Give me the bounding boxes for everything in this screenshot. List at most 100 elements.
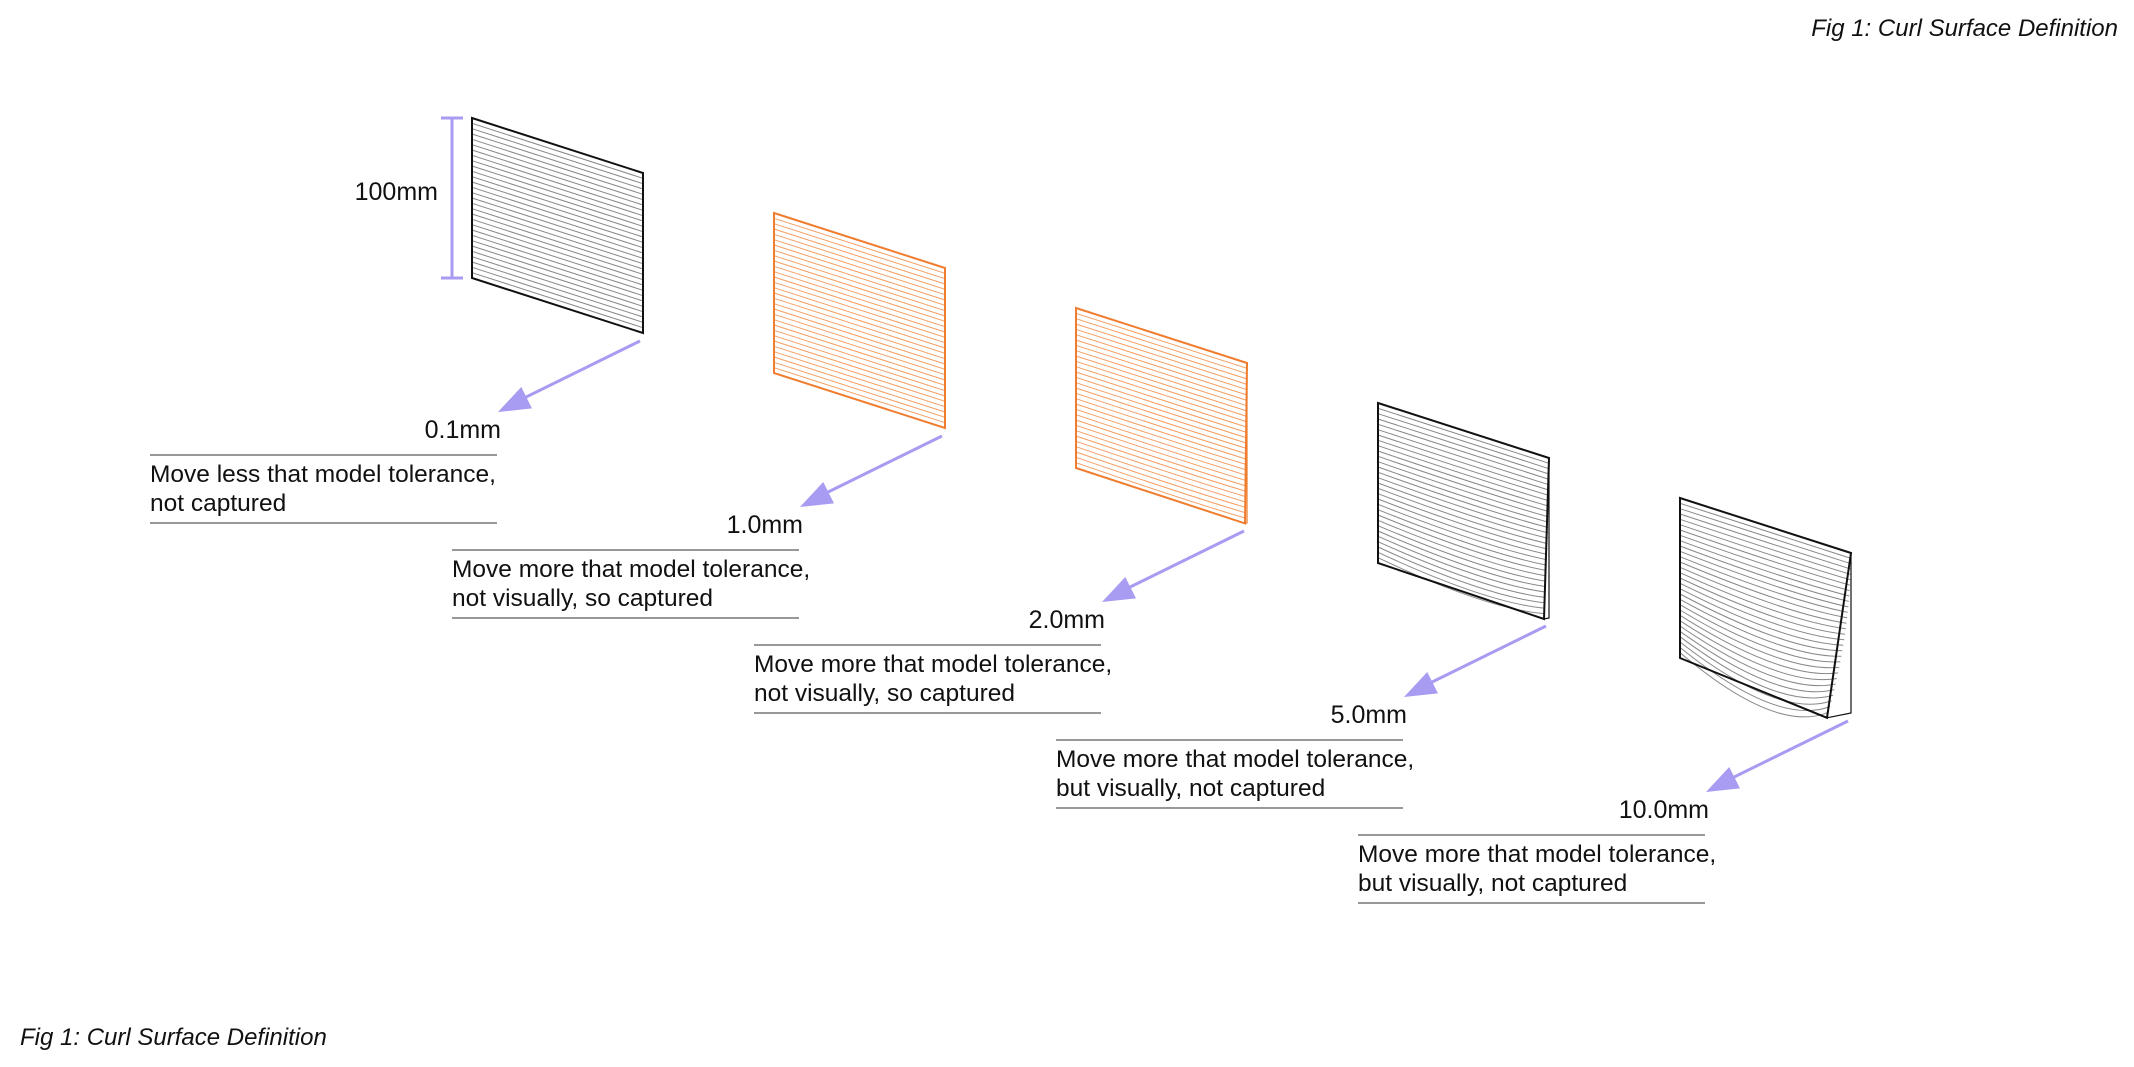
panel-hatch-line <box>1679 598 1842 657</box>
panel-hatch-line <box>1679 524 1851 581</box>
panel-hatch-line <box>1075 366 1247 423</box>
panel-hatch-line <box>1377 557 1545 615</box>
caption-line: Move more that model tolerance, <box>452 556 810 583</box>
panel-hatch-line <box>1075 440 1246 498</box>
panel-hatch-line <box>1679 625 1836 687</box>
panel-hatch-line <box>1377 455 1549 512</box>
caption-line: Move less that model tolerance, <box>150 461 496 488</box>
panel-hatch-line <box>1679 588 1844 646</box>
panel-hatch-line <box>1679 646 1831 712</box>
panel-hatch-line <box>471 144 644 201</box>
panel-hatch-line <box>1377 434 1549 491</box>
panel-hatch-line <box>471 224 644 281</box>
panel-hatch-line <box>1679 582 1845 641</box>
panel-hatch-line <box>1679 502 1852 559</box>
panel-hatch-line <box>1075 419 1247 476</box>
distance-label: 1.0mm <box>727 511 803 539</box>
panel-hatch-line <box>1377 471 1549 529</box>
panel-original-edge <box>1826 553 1852 719</box>
panel-hatch-line <box>773 335 946 392</box>
panel-hatch-line <box>1377 429 1550 486</box>
panel-hatch-line <box>773 217 946 274</box>
panel-hatch-line <box>471 186 644 243</box>
panel-hatch-line <box>1679 641 1832 705</box>
panel-outline <box>471 116 644 335</box>
panel-hatch-line <box>1377 509 1547 566</box>
panel-hatch-line <box>773 233 946 290</box>
panel-hatch-line <box>1377 535 1546 593</box>
panel-hatch-line <box>1377 541 1546 598</box>
panel-hatch-line <box>773 265 946 322</box>
panel-hatch-line <box>1377 423 1550 480</box>
displacement-arrow-shaft <box>1421 624 1547 689</box>
panel-hatch-line <box>1679 604 1841 663</box>
panel-hatch-line <box>471 272 644 329</box>
panel-hatch-line <box>1679 630 1835 693</box>
panel-hatch-line <box>773 249 946 306</box>
panel-hatch-line <box>1075 456 1246 514</box>
panel-hatch-line <box>773 356 946 413</box>
displacement-arrow-shaft <box>515 339 641 404</box>
panel-hatch-line <box>1377 525 1547 582</box>
panel-hatch-line <box>1679 614 1839 675</box>
panel-hatch-line <box>471 192 644 249</box>
caption-line: but visually, not captured <box>1358 870 1627 897</box>
caption-line: but visually, not captured <box>1056 775 1325 802</box>
panel-hatch-line <box>1075 350 1248 407</box>
distance-label: 10.0mm <box>1619 796 1709 824</box>
panel-hatch-line <box>1075 355 1247 412</box>
panel-hatch-line <box>773 324 946 381</box>
panel-hatch-line <box>1377 407 1550 464</box>
panel-hatch-line <box>1075 339 1248 396</box>
panel-hatch-line <box>1075 398 1247 455</box>
displacement-arrow-shaft <box>1723 719 1849 784</box>
panel-hatch-line <box>471 128 644 185</box>
panel-hatch-line <box>1377 466 1549 523</box>
panel-hatch-line <box>773 228 946 285</box>
panel-hatch-line <box>1075 382 1247 439</box>
panel-hatch-line <box>1075 408 1247 465</box>
panel-hatch-line <box>773 255 946 312</box>
panel-hatch-line <box>1679 652 1829 718</box>
caption-line: not captured <box>150 490 286 517</box>
panel-hatch-line <box>471 256 644 313</box>
panel-hatch-line <box>471 181 644 238</box>
displacement-arrow-shaft <box>817 434 943 499</box>
panel-hatch-line <box>1075 312 1248 369</box>
panel-hatch-line <box>773 297 946 354</box>
panel-hatch-line <box>471 122 644 179</box>
panel-outline <box>773 211 946 430</box>
figure-title-top: Fig 1: Curl Surface Definition <box>1811 15 2118 42</box>
panel-hatch-line <box>1377 503 1548 561</box>
panel-hatch-line <box>773 303 946 360</box>
panel-hatch-line <box>1377 551 1545 609</box>
panel-hatch-line <box>1075 435 1246 492</box>
panel-hatch-line <box>1377 413 1550 470</box>
height-dimension-label: 100mm <box>355 178 438 206</box>
distance-label: 0.1mm <box>425 416 501 444</box>
height-dimension: 100mm <box>355 116 463 280</box>
panel-hatch-line <box>1075 323 1248 380</box>
panel-hatch-line <box>471 197 644 254</box>
caption-line: Move more that model tolerance, <box>754 651 1112 678</box>
panel-hatch-line <box>1679 518 1851 575</box>
panel-hatch-line <box>471 208 644 265</box>
panel-hatch-line <box>773 351 946 408</box>
panel-hatch-line <box>1075 371 1247 428</box>
panel-hatch-line <box>471 261 644 318</box>
panel-original-edge <box>1543 458 1550 620</box>
panel-hatch-line <box>773 276 946 333</box>
panel-hatch-line <box>773 244 946 301</box>
panel-hatch-line <box>773 308 946 365</box>
panel-hatch-line <box>1377 418 1550 475</box>
panel-hatch-line <box>471 170 644 227</box>
panel-hatch-line <box>1075 392 1247 449</box>
panel-hatch-line <box>1377 450 1549 507</box>
distance-label: 2.0mm <box>1029 606 1105 634</box>
panel-hatch-line <box>773 340 946 397</box>
